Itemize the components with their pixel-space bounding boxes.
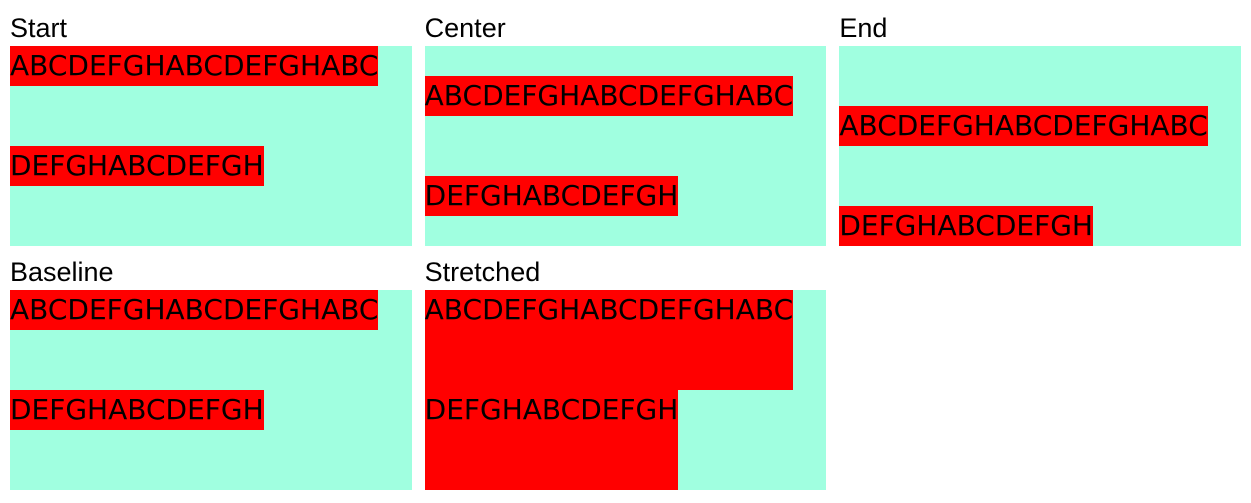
flex-container-end: ABCDEFGHABCDEFGHABC DEFGHABCDEFGH [839, 46, 1241, 246]
flex-item: ABCDEFGHABCDEFGHABC [10, 290, 379, 330]
panel-end: End ABCDEFGHABCDEFGHABC DEFGHABCDEFGH [839, 10, 1241, 246]
flex-item: DEFGHABCDEFGH [10, 390, 264, 430]
flex-item: ABCDEFGHABCDEFGHABC [424, 290, 794, 390]
flex-item: ABCDEFGHABCDEFGHABC [10, 46, 379, 86]
flex-item: ABCDEFGHABCDEFGHABC [424, 76, 794, 116]
panel-title-center: Center [424, 13, 506, 43]
flex-container-center: ABCDEFGHABCDEFGHABC DEFGHABCDEFGH [424, 46, 827, 246]
panel-title-baseline: Baseline [10, 257, 114, 287]
panel-stretched: Stretched ABCDEFGHABCDEFGHABC DEFGHABCDE… [424, 254, 827, 490]
flex-item: DEFGHABCDEFGH [10, 146, 264, 186]
panel-baseline: Baseline ABCDEFGHABCDEFGHABC DEFGHABCDEF… [10, 254, 412, 490]
flex-container-start: ABCDEFGHABCDEFGHABC DEFGHABCDEFGH [10, 46, 412, 246]
flex-item: DEFGHABCDEFGH [424, 176, 679, 216]
flex-item: DEFGHABCDEFGH [839, 206, 1093, 246]
panel-title-end: End [839, 13, 888, 43]
panel-title-start: Start [10, 13, 68, 43]
alignment-demo-grid: Start ABCDEFGHABCDEFGHABC DEFGHABCDEFGH … [10, 10, 1241, 490]
flex-item: DEFGHABCDEFGH [424, 390, 679, 490]
flex-container-baseline: ABCDEFGHABCDEFGHABC DEFGHABCDEFGH [10, 290, 412, 490]
panel-title-stretched: Stretched [424, 257, 541, 287]
panel-center: Center ABCDEFGHABCDEFGHABC DEFGHABCDEFGH [424, 10, 827, 246]
panel-start: Start ABCDEFGHABCDEFGHABC DEFGHABCDEFGH [10, 10, 412, 246]
flex-container-stretched: ABCDEFGHABCDEFGHABC DEFGHABCDEFGH [424, 290, 827, 490]
flex-item: ABCDEFGHABCDEFGHABC [839, 106, 1208, 146]
